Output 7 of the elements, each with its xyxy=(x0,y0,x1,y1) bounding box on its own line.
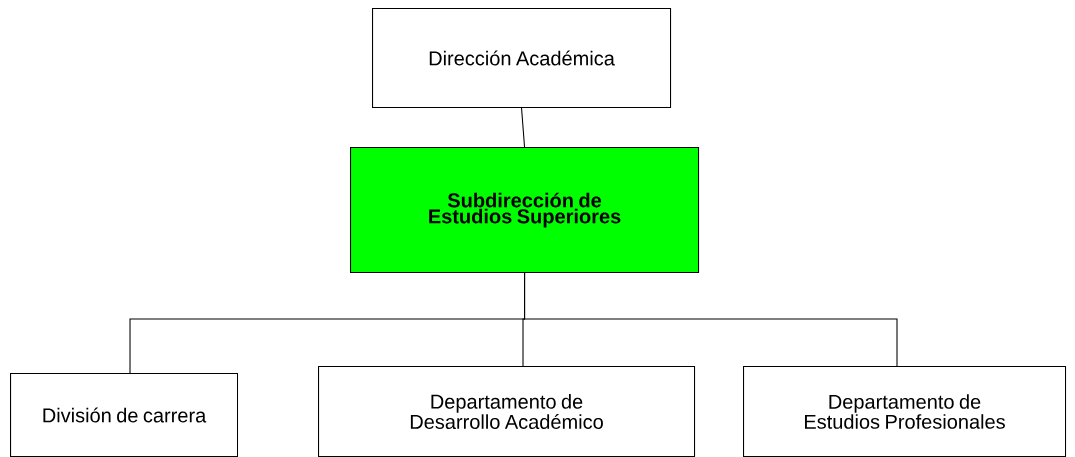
connector-line xyxy=(521,107,526,148)
org-box: Departamento de Desarrollo Académico xyxy=(318,366,696,457)
org-box: Dirección Académica xyxy=(372,8,672,109)
connector-line xyxy=(524,272,898,367)
org-box: División de carrera xyxy=(10,373,239,457)
org-box: Departamento de Estudios Profesionales xyxy=(743,366,1067,457)
highlighted-box: Subdirección de Estudios Superiores xyxy=(350,147,700,274)
